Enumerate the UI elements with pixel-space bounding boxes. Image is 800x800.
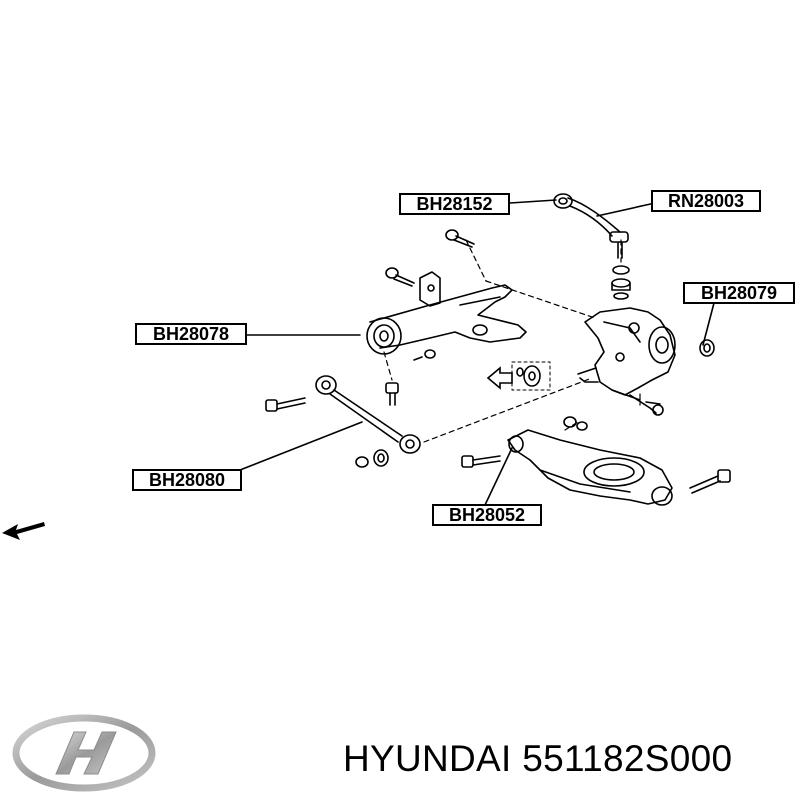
part-label-bh28080: BH28080: [132, 469, 242, 491]
bushing-bh28079: [699, 339, 715, 357]
part-label-bh28078: BH28078: [135, 323, 247, 345]
lower-control-arm-bh28052: [461, 416, 731, 506]
lateral-link-bh28080: [265, 375, 421, 468]
bolts-upper: [385, 229, 475, 406]
ball-joint-stack: [611, 265, 631, 300]
bushing-detail: [511, 361, 551, 391]
trailing-arm-bh28078: [366, 271, 527, 355]
part-label-bh28152: BH28152: [399, 193, 510, 215]
rear-direction-arrow-icon: [486, 366, 513, 390]
part-label-rn28003: RN28003: [651, 190, 761, 212]
part-label-bh28079: BH28079: [683, 282, 795, 304]
assembly-dashed-lines: [383, 239, 641, 443]
knuckle-hub: [577, 307, 676, 416]
hyundai-logo-icon: [12, 714, 156, 792]
footer-part-text: HYUNDAI 551182S000: [343, 738, 733, 779]
part-label-bh28052: BH28052: [432, 504, 542, 526]
upper-arm-rn28003: [553, 193, 629, 259]
front-direction-arrow-icon: [2, 522, 45, 540]
